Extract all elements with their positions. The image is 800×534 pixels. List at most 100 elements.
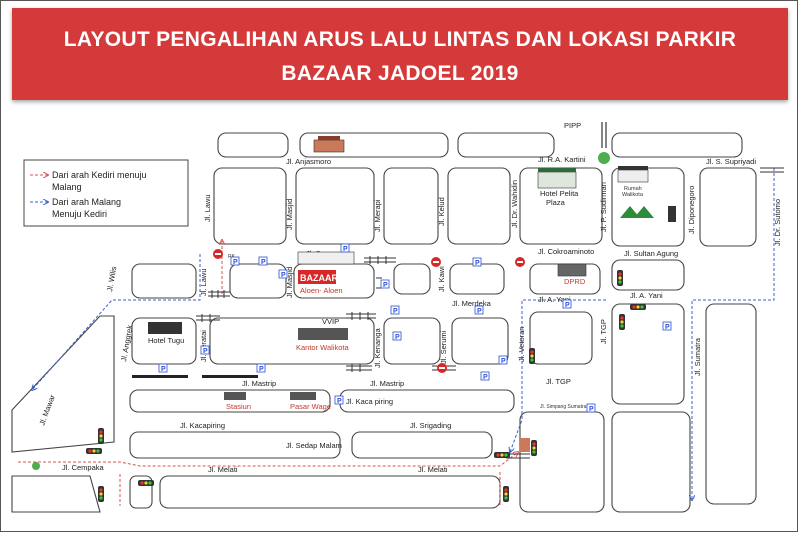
parking-icon: P [158, 363, 168, 373]
svg-text:P: P [259, 366, 264, 373]
street-srigading: Jl. Srigading [410, 421, 451, 430]
route-kediri-malang [18, 240, 518, 506]
parking-icon: P [480, 371, 490, 381]
traffic-light-icon [98, 486, 104, 502]
street-serumi: Jl. Serumi [439, 330, 448, 364]
street-cempaka: Jl. Cempaka [62, 463, 105, 472]
street-cokroaminoto: Jl. Cokroaminoto [538, 247, 594, 256]
legend-blue-text-1: Dari arah Malang [52, 197, 121, 207]
street-lawu: Jl. Lawu [203, 194, 212, 222]
traffic-light-icon [617, 270, 623, 286]
parking-icon: P [586, 403, 596, 413]
place-kantor-walikota: Kantor Walikota [296, 343, 349, 352]
street-veteran: Jl. Veteran [517, 327, 526, 362]
place-hotel-tugu: Hotel Tugu [148, 336, 184, 345]
place-walikota: Walikota [622, 192, 644, 198]
place-rumah: Rumah [624, 186, 642, 192]
title-line-2: BAZAAR JADOEL 2019 [281, 62, 519, 85]
parking-icon: P [200, 345, 210, 355]
street-wilis: Jl. Wilis [105, 266, 118, 293]
hotel-pelita-icon [537, 168, 577, 189]
street-merapi: Jl. Merapi [373, 199, 382, 232]
parking-icon: P [392, 331, 402, 341]
place-vvip: VVIP [322, 317, 339, 326]
parking-icon: P [230, 256, 240, 266]
street-sultanagung: Jl. Sultan Agung [624, 249, 678, 258]
street-mastrip-1: Jl. Mastrip [242, 379, 276, 388]
svg-text:P: P [395, 334, 400, 341]
street-simpangsumatra: Jl. Simpang Sumatra [540, 404, 587, 410]
svg-text:P: P [383, 282, 388, 289]
street-kawi: Jl. Kawi [437, 266, 446, 292]
street-ayani-1: Jl. A. Yani [538, 295, 571, 304]
no-entry-icon [437, 363, 447, 373]
no-entry-signs [213, 249, 525, 373]
svg-text:P: P [233, 259, 238, 266]
pasar-wage-icon [290, 392, 316, 400]
street-mastrip-2: Jl. Mastrip [370, 379, 404, 388]
stasiun-icon [224, 392, 246, 400]
traffic-light-icon [619, 314, 625, 330]
dprd-building-icon [557, 263, 587, 277]
place-stasiun: Stasiun [226, 402, 251, 411]
legend-blue-text-2: Menuju Kediri [52, 209, 107, 219]
street-lawu-2: Jl. Lawu [199, 268, 208, 296]
parking-icon: P [334, 395, 344, 405]
street-anjasmoro: Jl. Anjasmoro [286, 157, 331, 166]
street-sedapmalam: Jl. Sedap Malam [286, 441, 342, 450]
traffic-light-icon [503, 486, 509, 502]
black-bars [132, 375, 258, 378]
svg-text:P: P [261, 259, 266, 266]
kantor-walikota-icon [298, 328, 348, 340]
svg-text:P: P [565, 302, 570, 309]
street-drsutomo: Jl. Dr. Sutomo [773, 199, 782, 246]
street-diponegoro: Jl. Diponegoro [687, 186, 696, 234]
green-dot-icon [32, 462, 40, 470]
place-plaza: Plaza [546, 198, 566, 207]
parking-icon: P [380, 279, 390, 289]
parking-icon: P [472, 257, 482, 267]
traffic-light-icon [138, 480, 154, 486]
parking-icon: P [498, 355, 508, 365]
traffic-light-icon [529, 348, 535, 364]
legend: Dari arah Kediri menuju Malang Dari arah… [23, 159, 189, 227]
street-melati-2: Jl. Melati [418, 465, 448, 474]
parking-icon: P [340, 243, 350, 253]
parking-icon: P [390, 305, 400, 315]
street-ayani-2: Jl. A. Yani [630, 291, 663, 300]
svg-text:P: P [203, 348, 208, 355]
street-kenanga: Jl. Kenanga [373, 328, 382, 368]
parking-icon: P [258, 256, 268, 266]
place-dprd: DPRD [564, 277, 586, 286]
svg-text:P: P [477, 308, 482, 315]
street-tgp-2: Jl. TGP [546, 377, 571, 386]
place-bazaar: BAZAAR [300, 273, 338, 283]
street-sumatra: Jl. Sumatra [693, 337, 702, 376]
svg-text:P: P [589, 406, 594, 413]
street-psudirman: Jl. P. Sudirman [599, 182, 608, 232]
street-rakartini: Jl. R.A. Kartini [538, 155, 586, 164]
street-masjid-2: Jl. Masjid [285, 267, 294, 298]
title-banner: LAYOUT PENGALIHAN ARUS LALU LINTAS DAN L… [12, 8, 788, 100]
svg-text:P: P [501, 358, 506, 365]
no-entry-icon [213, 249, 223, 259]
parking-icon: P [256, 363, 266, 373]
parking-icon: P [474, 305, 484, 315]
bazaar-area [298, 270, 336, 284]
legend-red-text-1: Dari arah Kediri menuju [52, 170, 147, 180]
tree-icons [620, 206, 676, 222]
traffic-lights [32, 270, 646, 502]
place-aloen: Aloen- Aloen [300, 286, 343, 295]
rumah-walikota-icon [617, 166, 649, 183]
no-entry-icon [431, 257, 441, 267]
street-melati-1: Jl. Melati [208, 465, 238, 474]
svg-text:P: P [393, 308, 398, 315]
traffic-light-icon [86, 448, 102, 454]
hotel-tugu-icon [148, 322, 182, 334]
street-masjid-1: Jl. Masjid [285, 199, 294, 230]
monument-icon [520, 438, 530, 452]
svg-text:P: P [483, 374, 488, 381]
traffic-light-icon [494, 452, 510, 458]
place-pasar-wage: Pasar Wage [290, 402, 331, 411]
parking-icon: P [278, 269, 288, 279]
